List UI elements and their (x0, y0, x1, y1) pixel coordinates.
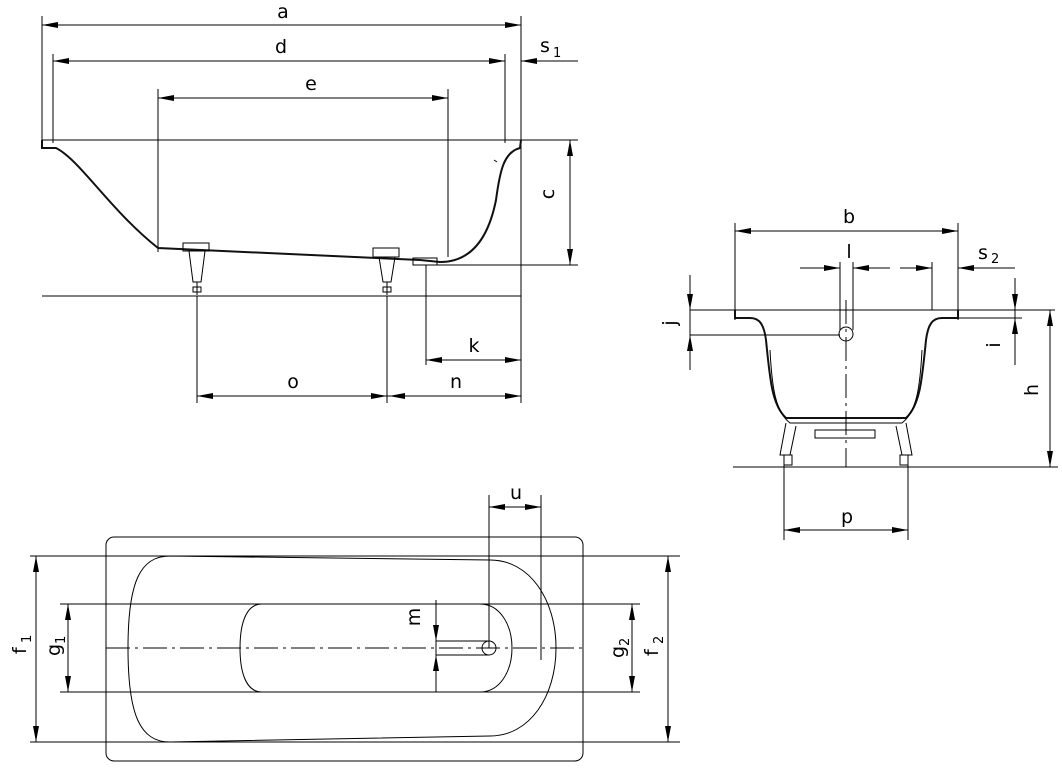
side-foot-right (372, 247, 400, 295)
label-f1-subscript: 1 (20, 635, 35, 643)
label-b: b (843, 206, 855, 228)
side-tub-outline (41, 139, 522, 264)
label-c: c (537, 189, 559, 199)
label-g1: g (43, 644, 65, 656)
label-m: m (403, 608, 425, 627)
end-view: b l s 2 j i h p (659, 206, 1058, 540)
top-view: u m f 1 g 1 g 2 f (9, 482, 680, 762)
label-g2: g (607, 646, 629, 658)
end-tub-outline (734, 310, 959, 419)
label-s1-subscript: 1 (553, 46, 561, 61)
label-f2-subscript: 2 (652, 636, 667, 644)
label-h: h (1021, 384, 1043, 396)
label-s2-subscript: 2 (991, 252, 999, 267)
label-g1-subscript: 1 (54, 636, 69, 644)
label-n: n (450, 371, 462, 393)
label-d: d (275, 36, 287, 58)
label-s1: s (540, 35, 550, 57)
label-f1: f (9, 646, 31, 654)
label-k: k (468, 335, 479, 357)
side-foot-left (182, 242, 210, 295)
label-e: e (305, 73, 317, 95)
label-i: i (983, 342, 1005, 347)
label-a: a (277, 1, 289, 23)
label-g2-subscript: 2 (618, 638, 633, 646)
label-l: l (846, 241, 851, 263)
side-view: a d s 1 e c k o n (41, 1, 578, 403)
label-o: o (287, 371, 299, 393)
label-s2: s (978, 242, 988, 264)
label-j: j (659, 320, 681, 326)
top-outer-rim (105, 536, 584, 762)
label-u: u (510, 482, 522, 504)
label-p: p (841, 506, 853, 528)
label-f2: f (641, 648, 663, 656)
top-inner-basin (127, 555, 557, 743)
